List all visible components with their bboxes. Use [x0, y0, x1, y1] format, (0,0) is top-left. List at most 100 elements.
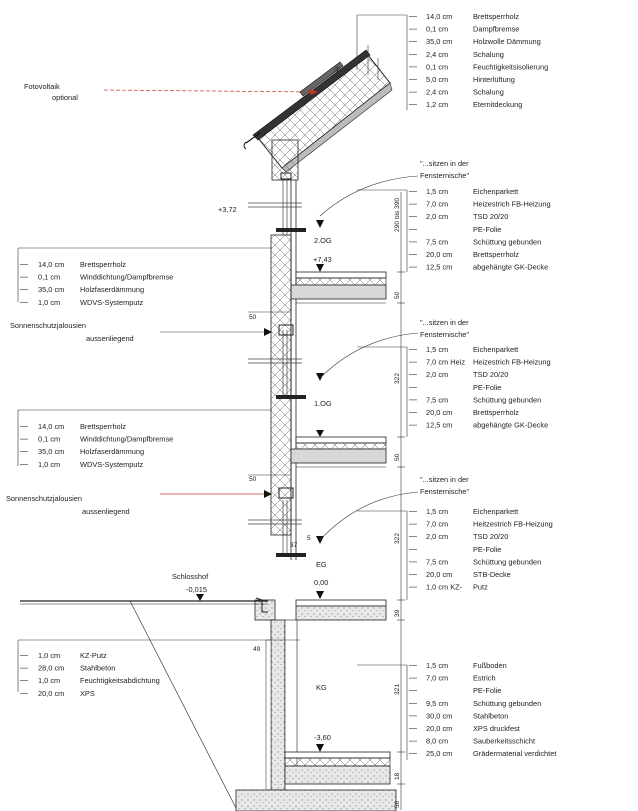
dim-slab-1og: 50 [394, 453, 401, 461]
layer-thickness: 14,0 cm [38, 260, 64, 269]
layer-material: Feuchtigkeitsisolierung [473, 62, 548, 71]
dim-wall-2og: 50 [249, 314, 257, 321]
layer-material: XPS [80, 689, 95, 698]
layer-material: Winddichtung/Dampfbremse [80, 273, 173, 282]
level-2og: 2.OG [314, 236, 332, 245]
dim-h-kg: 321 [394, 684, 401, 695]
svg-text:"...sitzen in der: "...sitzen in der [420, 318, 469, 327]
layer-material: Heizestrich FB-Heizung [473, 358, 551, 367]
layer-material: Brettsperrholz [80, 260, 126, 269]
layer-material: Schüttung gebunden [473, 395, 541, 404]
layer-material: Schüttung gebunden [473, 237, 541, 246]
svg-text:Fensternische": Fensternische" [420, 171, 469, 180]
layer-thickness: 7,0 cm [426, 200, 448, 209]
layer-material: TSD 20/20 [473, 212, 508, 221]
dim-slab-eg: 39 [394, 609, 401, 617]
window-note-eg: "...sitzen in der Fensternische" [420, 475, 469, 496]
layer-thickness: 35,0 cm [426, 37, 452, 46]
layer-thickness: 28,0 cm [38, 664, 64, 673]
level-zero: 0,00 [314, 578, 328, 587]
layer-material: Grädermaterial verdichtet [473, 749, 556, 758]
layer-material: XPS druckfest [473, 724, 520, 733]
svg-text:"...sitzen in der: "...sitzen in der [420, 159, 469, 168]
layer-material: KZ-Putz [80, 651, 107, 660]
layer-thickness: 2,4 cm [426, 88, 448, 97]
ground-line [20, 597, 268, 809]
wall-layer-leaders [17, 247, 272, 692]
layer-thickness: 0,1 cm [38, 435, 60, 444]
layer-material: WDVS-Systemputz [80, 460, 144, 469]
layer-material: Holzfaserdämmung [80, 447, 144, 456]
layer-material: WDVS-Systemputz [80, 298, 144, 307]
svg-text:Fensternische": Fensternische" [420, 487, 469, 496]
slab-2og [290, 271, 387, 304]
slab-eg [254, 599, 387, 621]
layer-material: Putz [473, 583, 488, 592]
layer-thickness: 0,1 cm [426, 25, 448, 34]
layer-thickness: 2,0 cm [426, 532, 448, 541]
layer-material: Heitzestrich FB-Heizung [473, 520, 553, 529]
layer-thickness: 8,0 cm [426, 737, 448, 746]
roof-layer-leaders [356, 14, 408, 110]
layer-thickness: 25,0 cm [426, 749, 452, 758]
dim-sill-2: 5 [307, 535, 311, 542]
layer-material: Stahlbeton [473, 711, 508, 720]
dim-foundation: 50 [394, 800, 401, 808]
layer-material: PE-Folie [473, 225, 501, 234]
layer-material: Winddichtung/Dampfbremse [80, 435, 173, 444]
layer-thickness: 20,0 cm [38, 689, 64, 698]
svg-text:Sonnenschutzjalousien: Sonnenschutzjalousien [10, 321, 86, 330]
upper-facade-wall [270, 180, 297, 560]
layer-thickness: 1,2 cm [426, 100, 448, 109]
basement-wall [265, 619, 298, 791]
svg-text:"...sitzen in der: "...sitzen in der [420, 475, 469, 484]
svg-text:Fensternische": Fensternische" [420, 330, 469, 339]
layer-thickness: 7,5 cm [426, 395, 448, 404]
layer-material: TSD 20/20 [473, 370, 508, 379]
layer-thickness: 1,0 cm [38, 460, 60, 469]
dim-sill: 37 [290, 542, 298, 549]
level-minus360: -3,60 [314, 733, 331, 742]
dim-h-top: 290 bis 390 [394, 198, 401, 232]
sunshade-label-2: Sonnenschutzjalousien aussenliegend [6, 494, 130, 516]
layer-material: Schalung [473, 88, 504, 97]
layer-thickness: 2,4 cm [426, 50, 448, 59]
layer-thickness: 7,0 cm [426, 520, 448, 529]
layer-thickness: 35,0 cm [38, 285, 64, 294]
layer-material: Eichenparkett [473, 187, 518, 196]
layer-material: PE-Folie [473, 686, 501, 695]
slab-1og [290, 436, 387, 468]
layer-material: Schüttung gebunden [473, 699, 541, 708]
layer-material: Schüttung gebunden [473, 557, 541, 566]
layer-thickness: 12,5 cm [426, 421, 452, 430]
layer-material: Feuchtigkeitsabdichtung [80, 676, 160, 685]
floor-layer-leaders [357, 189, 408, 760]
window-details [276, 172, 306, 557]
layer-thickness: 5,0 cm [426, 75, 448, 84]
layer-thickness: 1,0 cm KZ- [426, 583, 463, 592]
basement-slab [235, 751, 397, 811]
layer-thickness: 1,5 cm [426, 661, 448, 670]
layer-material: Holzfaserdämmung [80, 285, 144, 294]
level-kg: KG [316, 683, 327, 692]
layer-material: Eichenparkett [473, 507, 518, 516]
svg-text:optional: optional [52, 93, 78, 102]
layer-thickness: 1,0 cm [38, 676, 60, 685]
layer-material: abgehängte GK-Decke [473, 421, 548, 430]
layer-thickness: 0,1 cm [38, 273, 60, 282]
layer-material: abgehängte GK-Decke [473, 263, 548, 272]
window-note-2og: "...sitzen in der Fensternische" [420, 159, 469, 180]
layer-thickness: 1,0 cm [38, 651, 60, 660]
layer-material: Eichenparkett [473, 345, 518, 354]
sunshade-arrows [160, 328, 272, 498]
layer-thickness: 14,0 cm [426, 12, 452, 21]
layer-thickness: 30,0 cm [426, 711, 452, 720]
roof-section: ① [243, 49, 393, 181]
dimension-lines [236, 192, 405, 810]
layer-material: Brettsperrholz [80, 422, 126, 431]
